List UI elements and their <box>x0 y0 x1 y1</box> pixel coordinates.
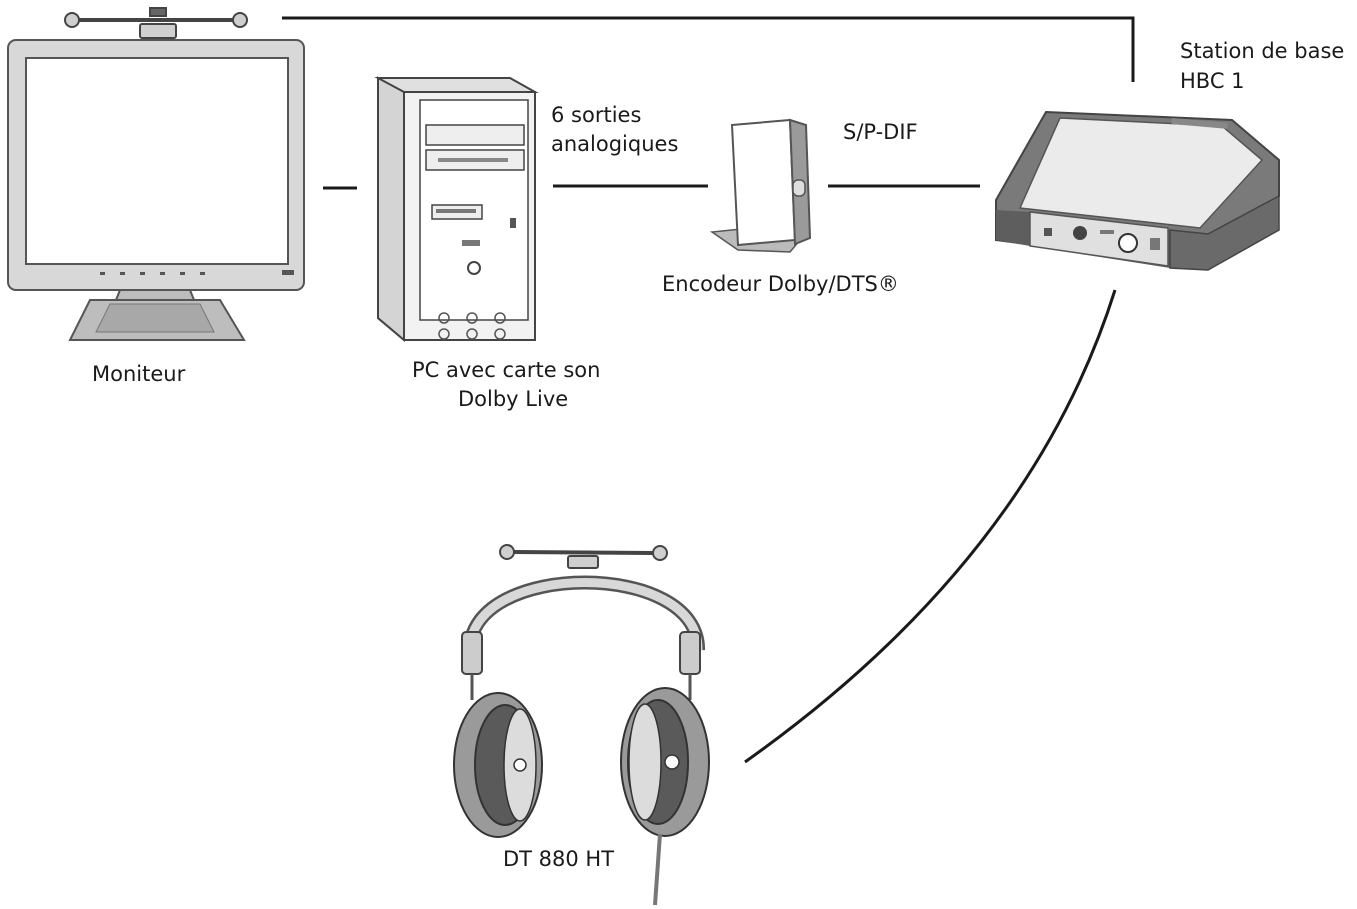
analog-outputs-label-line2: analogiques <box>551 132 679 156</box>
infrared-link-line <box>282 16 1135 82</box>
spdif-label: S/P-DIF <box>843 120 918 144</box>
headphones-label: DT 880 HT <box>503 847 615 871</box>
pc-label-line2: Dolby Live <box>458 387 569 411</box>
headphone-link-curve <box>744 289 1117 764</box>
encoder-label: Encodeur Dolby/DTS® <box>662 272 899 296</box>
headphones-device <box>453 544 710 906</box>
base-station-device <box>995 110 1280 271</box>
connection-lines <box>282 16 1135 764</box>
pc-label-line1: PC avec carte son <box>412 358 601 382</box>
ir-emitter-monitor <box>64 7 248 39</box>
analog-outputs-label-line1: 6 sorties <box>551 103 642 127</box>
monitor-device <box>7 7 305 341</box>
ir-receiver-headphones <box>499 544 668 569</box>
monitor-label: Moniteur <box>92 362 186 386</box>
base-station-label-line1: Station de base <box>1180 39 1345 63</box>
encoder-device <box>709 118 812 253</box>
base-station-label-line2: HBC 1 <box>1180 69 1245 93</box>
pc-tower-device <box>374 76 539 343</box>
